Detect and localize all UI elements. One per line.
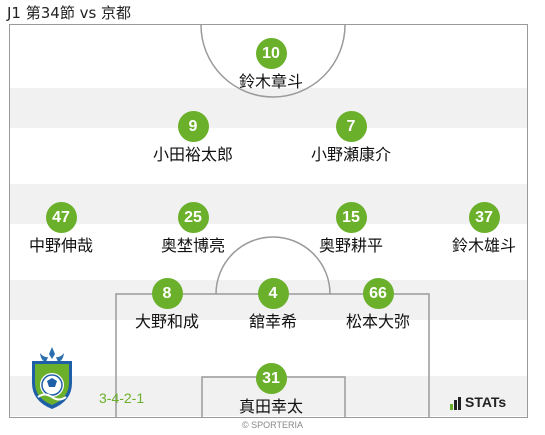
stats-logo: STATs bbox=[450, 394, 506, 410]
player-number: 7 bbox=[335, 111, 367, 142]
player-number: 10 bbox=[255, 38, 287, 69]
player-number: 8 bbox=[151, 278, 183, 309]
page-title: J1 第34節 vs 京都 bbox=[7, 4, 132, 22]
player-name: 大野和成 bbox=[134, 312, 199, 331]
player-name: 奥埜博亮 bbox=[160, 236, 225, 255]
player-midfielder[interactable]: 37 鈴木雄斗 bbox=[424, 202, 527, 255]
player-number: 31 bbox=[255, 363, 287, 394]
player-midfielder[interactable]: 25 奥埜博亮 bbox=[133, 202, 253, 255]
bar-chart-icon bbox=[450, 397, 461, 410]
player-number: 66 bbox=[362, 278, 394, 309]
penalty-arc bbox=[215, 236, 331, 295]
player-defender[interactable]: 66 松本大弥 bbox=[318, 278, 438, 331]
player-midfielder[interactable]: 15 奥野耕平 bbox=[291, 202, 411, 255]
copyright: © SPORTERIA bbox=[242, 420, 303, 430]
pitch-stripe bbox=[10, 184, 527, 224]
player-name: 奥野耕平 bbox=[318, 236, 383, 255]
team-crest-icon bbox=[32, 347, 72, 409]
player-number: 9 bbox=[177, 111, 209, 142]
player-name: 松本大弥 bbox=[345, 312, 410, 331]
player-goalkeeper[interactable]: 31 真田幸太 bbox=[211, 363, 331, 416]
player-midfielder[interactable]: 47 中野伸哉 bbox=[10, 202, 121, 255]
top-center-circle bbox=[200, 25, 346, 98]
pitch-stripe bbox=[10, 88, 527, 128]
player-name: 舘幸希 bbox=[248, 312, 297, 331]
player-name: 真田幸太 bbox=[238, 397, 303, 416]
player-number: 4 bbox=[257, 278, 289, 309]
player-attacking-mid[interactable]: 7 小野瀬康介 bbox=[291, 111, 411, 164]
player-number: 25 bbox=[177, 202, 209, 233]
player-name: 中野伸哉 bbox=[28, 236, 93, 255]
player-attacking-mid[interactable]: 9 小田裕太郎 bbox=[133, 111, 253, 164]
player-name: 小野瀬康介 bbox=[310, 145, 391, 164]
player-defender[interactable]: 8 大野和成 bbox=[107, 278, 227, 331]
pitch: 10 鈴木章斗 9 小田裕太郎 7 小野瀬康介 47 中野伸哉 25 奥埜博亮 … bbox=[9, 24, 528, 418]
player-number: 47 bbox=[45, 202, 77, 233]
player-number: 15 bbox=[335, 202, 367, 233]
player-name: 鈴木雄斗 bbox=[451, 236, 516, 255]
stats-logo-text: STATs bbox=[465, 394, 507, 410]
formation-label: 3-4-2-1 bbox=[99, 390, 145, 406]
player-name: 小田裕太郎 bbox=[152, 145, 233, 164]
player-forward[interactable]: 10 鈴木章斗 bbox=[211, 38, 331, 91]
player-number: 37 bbox=[468, 202, 500, 233]
player-name: 鈴木章斗 bbox=[238, 72, 303, 91]
player-defender[interactable]: 4 舘幸希 bbox=[213, 278, 333, 331]
